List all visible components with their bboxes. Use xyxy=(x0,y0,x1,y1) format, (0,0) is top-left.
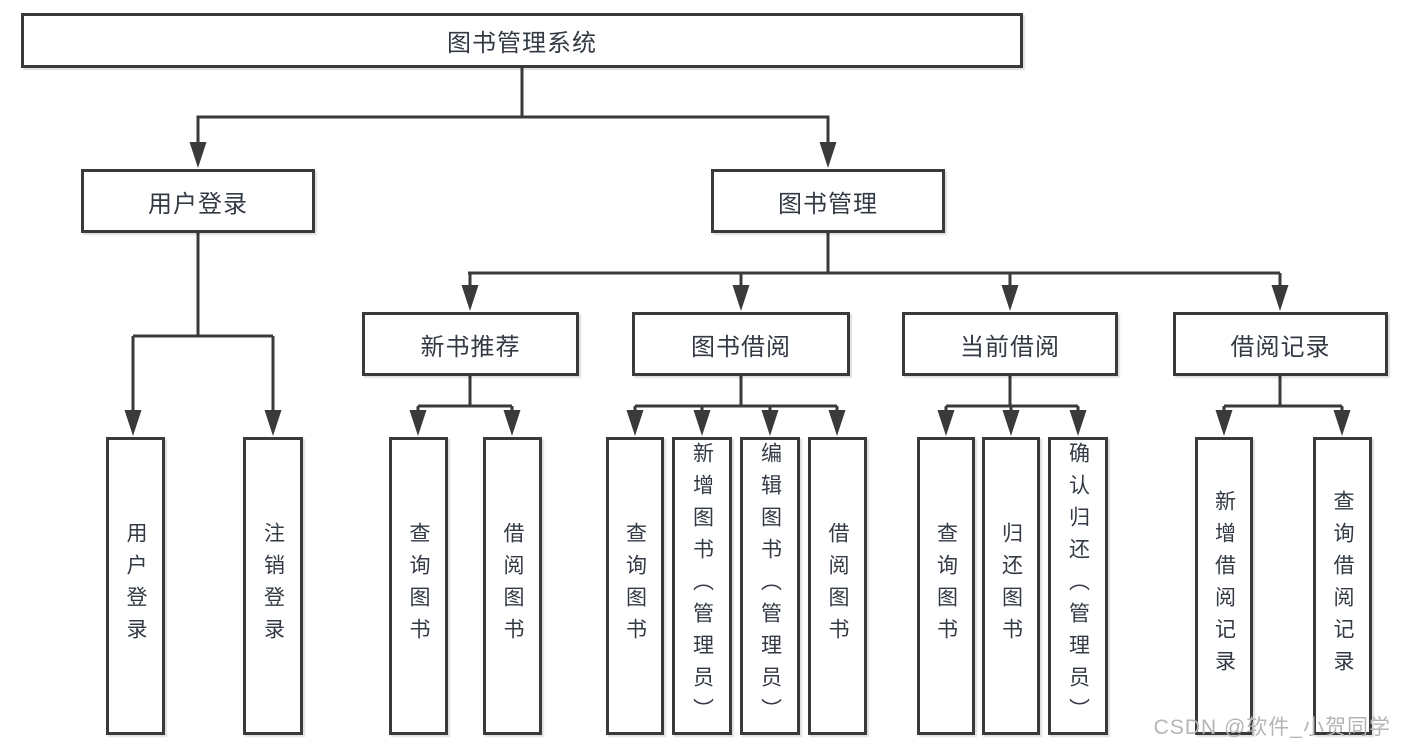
node-label: 借阅图书 xyxy=(501,522,524,650)
node-rec-query-books: 查询图书 xyxy=(389,437,448,735)
node-label: 用户登录 xyxy=(148,190,248,218)
node-book-management: 图书管理 xyxy=(711,169,945,233)
node-label: 查询图书 xyxy=(623,522,647,650)
node-current-borrow: 当前借阅 xyxy=(902,312,1118,376)
node-borrow-record: 借阅记录 xyxy=(1173,312,1388,376)
node-label: 当前借阅 xyxy=(960,333,1060,361)
node-rec-borrow-books: 借阅图书 xyxy=(483,437,542,735)
node-label: 图书借阅 xyxy=(691,333,791,361)
node-label: 编辑图书（管理员） xyxy=(758,442,782,730)
node-bb-query-books: 查询图书 xyxy=(606,437,664,735)
node-label: 借阅记录 xyxy=(1230,333,1331,361)
node-user-login: 用户登录 xyxy=(81,169,315,233)
node-label: 新增图书（管理员） xyxy=(690,442,714,730)
node-label: 借阅图书 xyxy=(826,522,849,650)
node-cb-return-books: 归还图书 xyxy=(982,437,1040,735)
node-label: 图书管理 xyxy=(778,190,878,218)
node-label: 查询借阅记录 xyxy=(1331,490,1354,682)
arrowheads xyxy=(124,142,1351,436)
node-label: 确认归还（管理员） xyxy=(1066,442,1090,730)
node-bb-edit-books-admin: 编辑图书（管理员） xyxy=(740,437,800,735)
node-label: 新书推荐 xyxy=(420,333,521,361)
node-logout: 注销登录 xyxy=(243,437,303,735)
node-bb-borrow-books: 借阅图书 xyxy=(808,437,867,735)
node-root: 图书管理系统 xyxy=(21,13,1023,68)
node-cb-confirm-return-admin: 确认归还（管理员） xyxy=(1048,437,1108,735)
node-cb-query-books: 查询图书 xyxy=(917,437,975,735)
node-label: 查询图书 xyxy=(934,522,958,650)
node-br-query-record: 查询借阅记录 xyxy=(1313,437,1372,735)
node-label: 注销登录 xyxy=(261,522,285,650)
node-label: 查询图书 xyxy=(407,522,430,650)
node-user-login-leaf: 用户登录 xyxy=(106,437,165,735)
node-book-borrow: 图书借阅 xyxy=(632,312,850,376)
csdn-watermark: CSDN @软件_小贺同学 xyxy=(1153,716,1391,739)
node-bb-add-books-admin: 新增图书（管理员） xyxy=(672,437,732,735)
node-label: 归还图书 xyxy=(999,522,1023,650)
node-br-add-record: 新增借阅记录 xyxy=(1195,437,1253,735)
node-label: 新增借阅记录 xyxy=(1212,490,1236,682)
node-label: 用户登录 xyxy=(124,522,147,650)
node-new-book-recommend: 新书推荐 xyxy=(362,312,579,376)
node-label: 图书管理系统 xyxy=(447,30,597,57)
